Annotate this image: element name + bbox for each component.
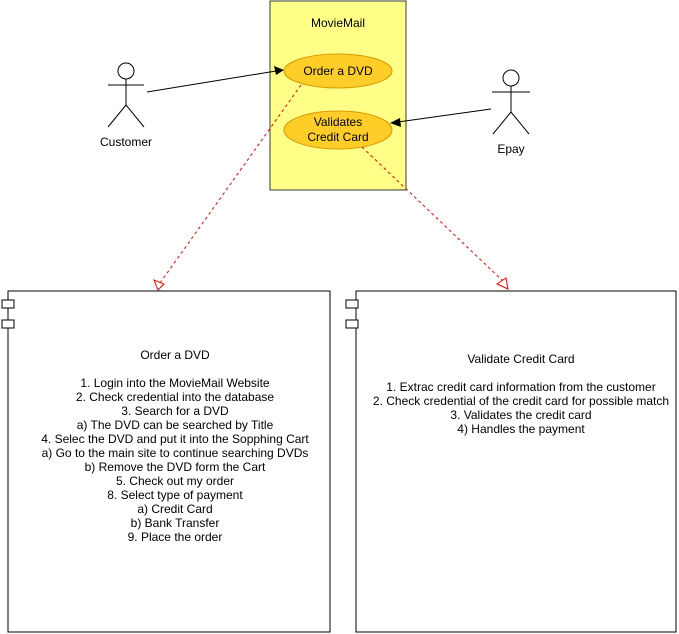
order-note-title: Order a DVD [140, 348, 210, 362]
system-boundary [269, 0, 407, 191]
order-line: 8. Select type of payment [107, 488, 243, 502]
validate-note-title: Validate Credit Card [467, 352, 574, 366]
order-line: b) Remove the DVD form the Cart [85, 460, 266, 474]
validate-line: 3. Validates the credit card [450, 408, 591, 422]
actor-epay[interactable] [492, 69, 530, 135]
association-customer-order [146, 66, 284, 93]
usecase-order-dvd-label: Order a DVD [303, 64, 373, 78]
component-icon-tab-top [1, 299, 15, 309]
usecase-validate-card-label-2: Credit Card [307, 130, 368, 144]
order-line: 4. Selec the DVD and put it into the Sop… [41, 432, 309, 446]
actor-customer-label: Customer [100, 135, 152, 149]
component-icon-tab-bottom [345, 319, 359, 329]
validate-note-steps: 1. Extrac credit card information from t… [373, 380, 669, 436]
order-line: a) Credit Card [137, 502, 212, 516]
order-line: 3. Search for a DVD [121, 404, 229, 418]
order-line: 9. Place the order [128, 530, 223, 544]
component-icon-tab-top [345, 299, 359, 309]
dependency-validate-note [361, 146, 509, 290]
usecase-order-dvd[interactable] [283, 53, 393, 89]
component-validate-card[interactable] [345, 290, 677, 633]
order-line: a) Go to the main site to continue searc… [42, 446, 309, 460]
actor-customer[interactable] [107, 62, 145, 128]
usecase-validate-card[interactable] [283, 110, 393, 150]
order-line: 2. Check credential into the database [76, 390, 274, 404]
order-line: 5. Check out my order [116, 474, 234, 488]
component-icon-tab-bottom [1, 319, 15, 329]
usecase-validate-card-label-1: Validates [314, 115, 362, 129]
system-title: MovieMail [311, 16, 365, 30]
validate-line: 1. Extrac credit card information from t… [386, 380, 655, 394]
validate-line: 2. Check credential of the credit card f… [373, 394, 669, 408]
order-line: b) Bank Transfer [131, 516, 220, 530]
actor-epay-label: Epay [497, 142, 524, 156]
validate-line: 4) Handles the payment [457, 422, 585, 436]
component-order-dvd[interactable] [1, 290, 331, 633]
dependency-order-note [153, 84, 302, 291]
order-line: a) The DVD can be searched by Title [77, 418, 274, 432]
order-line: 1. Login into the MovieMail Website [80, 376, 270, 390]
association-epay-validate [390, 108, 492, 127]
